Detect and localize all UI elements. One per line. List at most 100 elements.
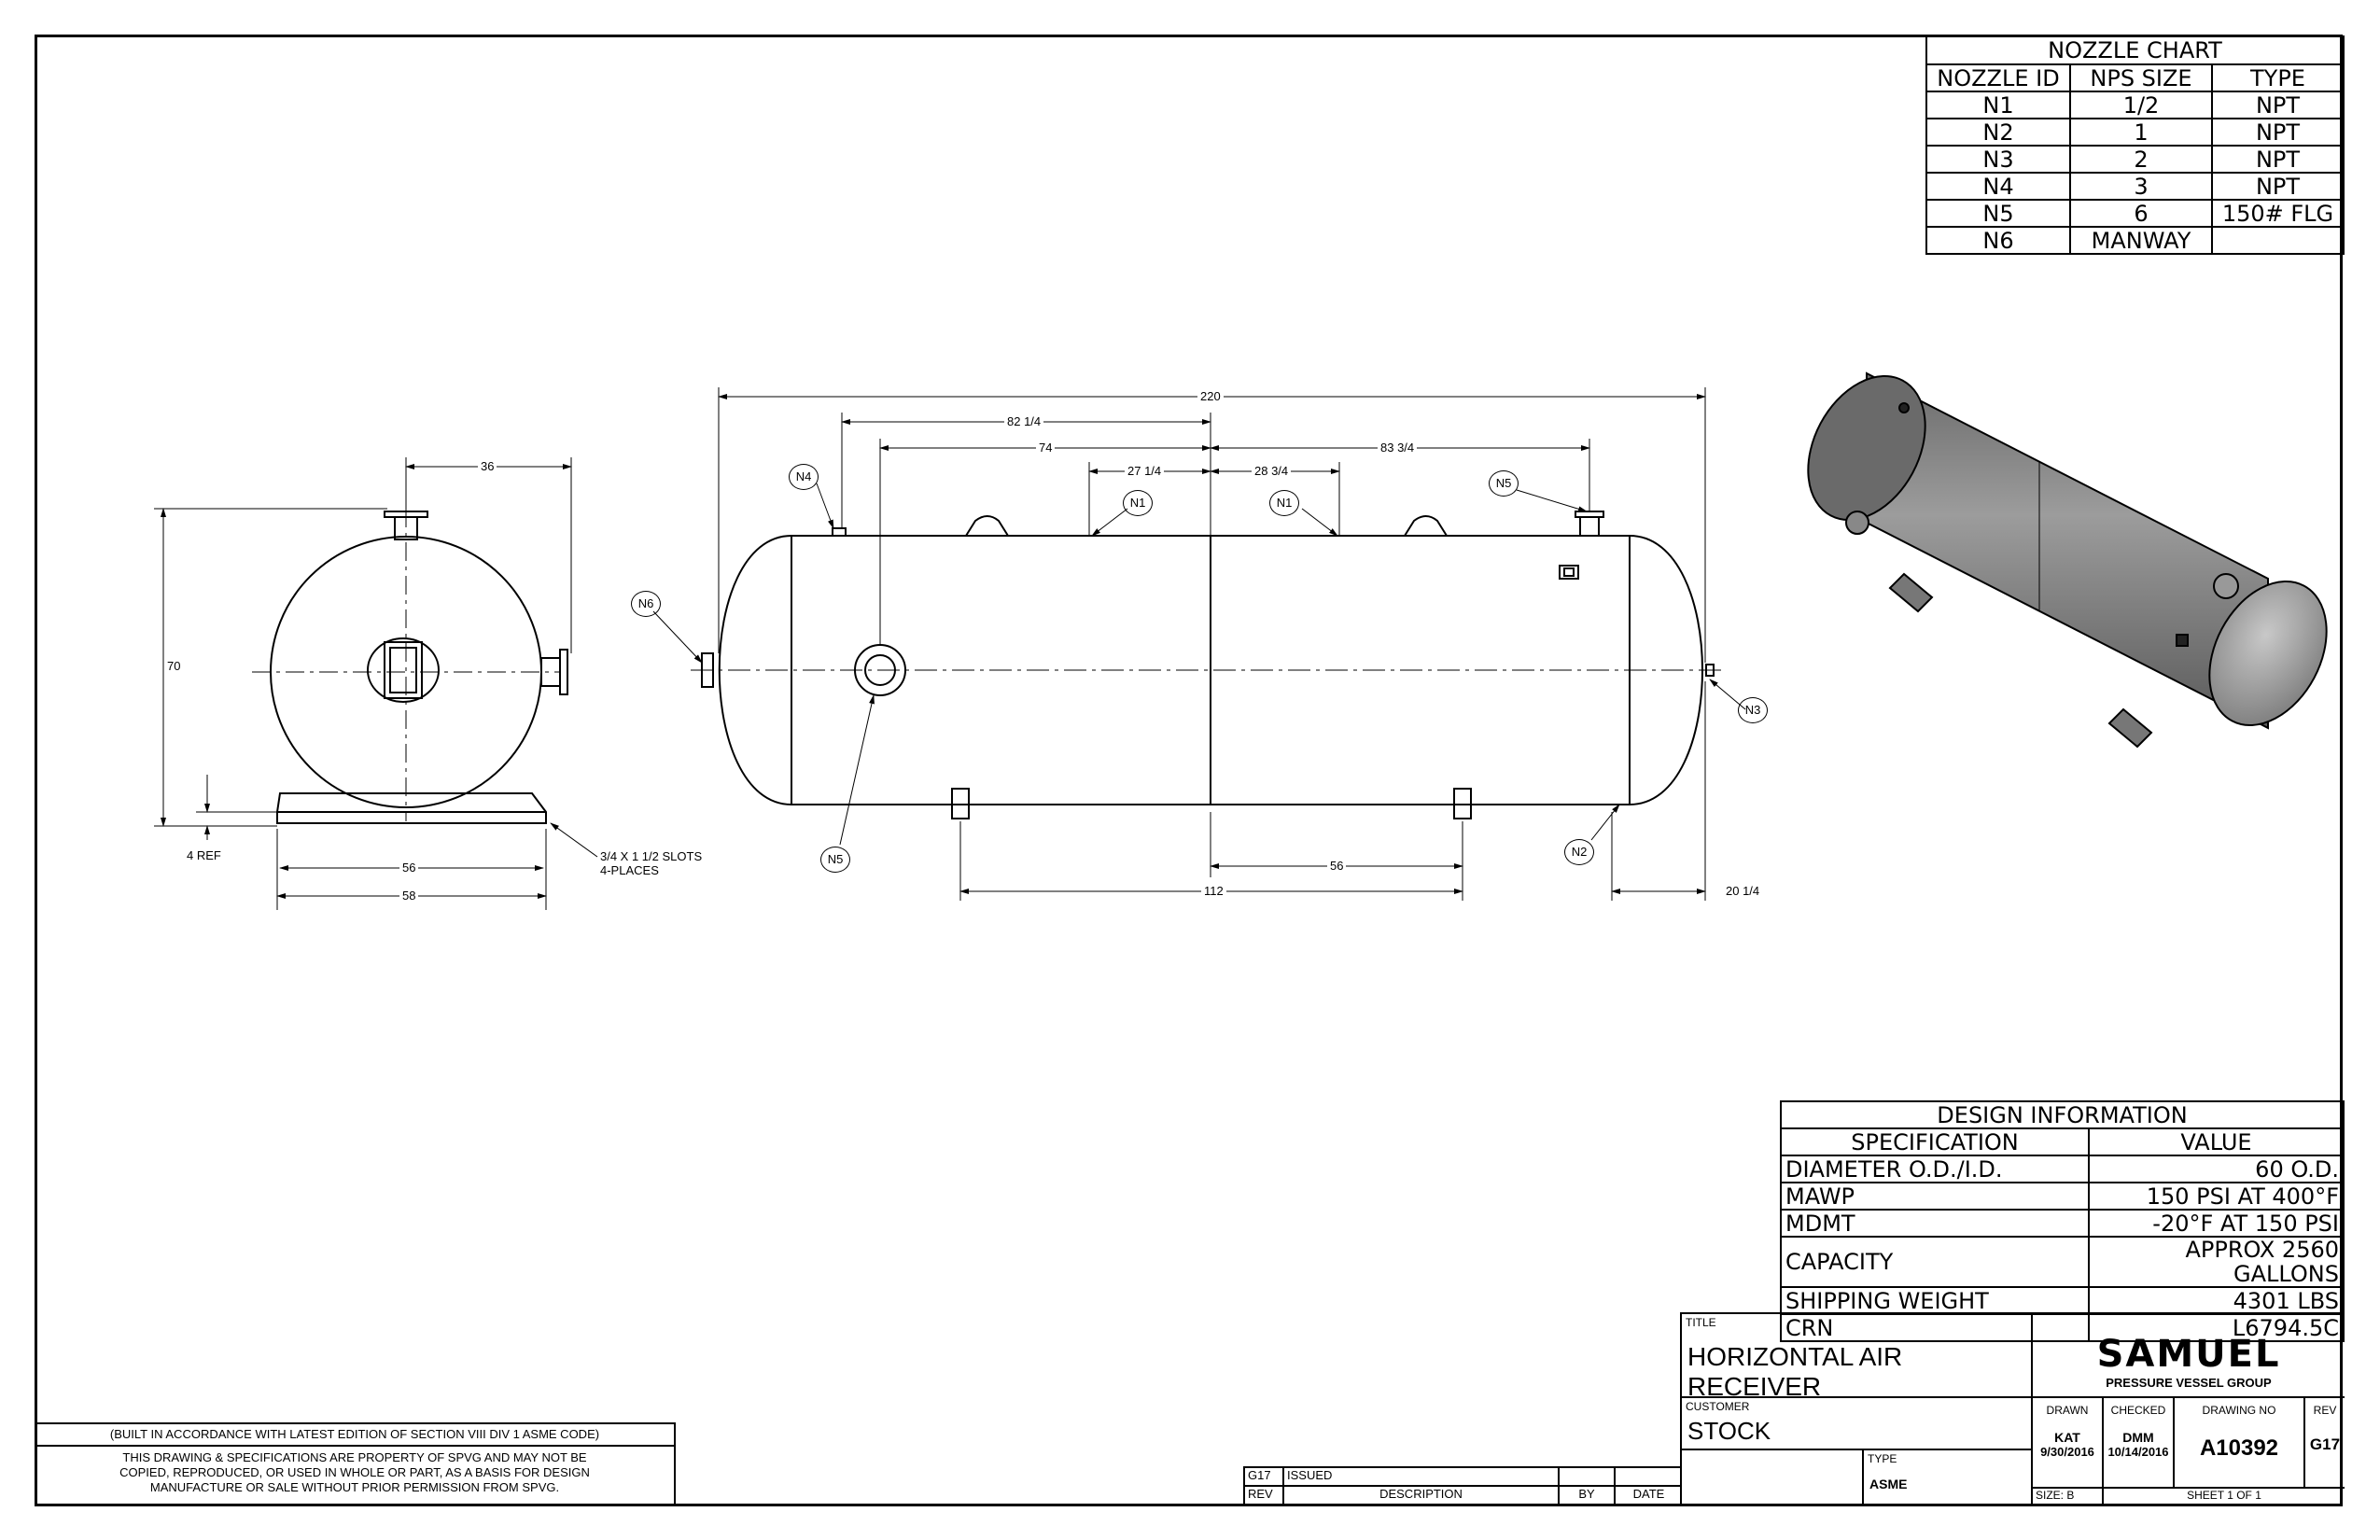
property-note-line: MANUFACTURE OR SALE WITHOUT PRIOR PERMIS… [149,1480,560,1494]
spec-name: SHIPPING WEIGHT [1780,1286,2090,1315]
dim-20-1-4: 20 1/4 [1726,884,1760,898]
drawing-no-cell: DRAWING NO A10392 [2175,1398,2305,1489]
dim-36: 36 [478,459,497,473]
spec-name: MDMT [1780,1209,2090,1238]
revision-by [1560,1468,1616,1487]
spec-name: MAWP [1780,1182,2090,1211]
callout-n1-right: N1 [1269,490,1299,516]
nozzle-id: N1 [1925,91,2071,119]
nozzle-size: 1/2 [2069,91,2213,119]
drawn-cell: DRAWN KAT 9/30/2016 [2033,1398,2104,1489]
drawing-no-label: DRAWING NO [2202,1404,2276,1417]
nozzle-id: N4 [1925,172,2071,201]
company-logo: SAMUEL PRESSURE VESSEL GROUP [2033,1314,2345,1398]
revision-header-date: DATE [1632,1487,1665,1501]
design-row: DIAMETER O.D./I.D.60 O.D. [1780,1155,2345,1183]
blank-cell [1682,1450,1864,1505]
dim-4-ref: 4 REF [187,848,221,862]
nozzle-type: NPT [2211,118,2345,147]
property-note: THIS DRAWING & SPECIFICATIONS ARE PROPER… [35,1450,674,1495]
property-note-line: THIS DRAWING & SPECIFICATIONS ARE PROPER… [122,1450,587,1464]
dim-58-end: 58 [399,889,419,903]
nozzle-size: 2 [2069,145,2213,174]
side-view [691,511,1727,819]
logo-wordmark: SAMUEL [2096,1333,2281,1376]
nozzle-id: N5 [1925,199,2071,228]
nozzle-type: NPT [2211,172,2345,201]
dim-82-1-4: 82 1/4 [1004,414,1044,428]
customer-cell: CUSTOMER STOCK [1682,1398,2033,1450]
slots-note: 3/4 X 1 1/2 SLOTS 4-PLACES [600,849,702,877]
design-information: DESIGN INFORMATION SPECIFICATION VALUE D… [1780,1100,2345,1342]
revision-block: G17 ISSUED REV DESCRIPTION BY DATE [1243,1466,1682,1505]
sheet-number: SHEET 1 OF 1 [2187,1489,2261,1502]
nozzle-id: N6 [1925,226,2071,255]
callout-n2: N2 [1564,839,1594,865]
end-view [252,509,568,824]
spec-name: CAPACITY [1780,1236,2090,1288]
checked-by: DMM [2122,1430,2154,1445]
sheet-size: SIZE: B [2033,1489,2104,1505]
checked-date: 10/14/2016 [2107,1445,2169,1459]
design-info-header: VALUE [2088,1127,2345,1156]
revision-rev: G17 [1245,1468,1284,1487]
nozzle-chart-header: NPS SIZE [2069,63,2213,92]
nozzle-chart-title: NOZZLE CHART [1925,35,2345,65]
type-cell: TYPE ASME [1864,1450,2033,1505]
end-view-dimensions [154,457,598,910]
drawn-by: KAT [2054,1430,2080,1445]
drawing-title: HORIZONTAL AIR RECEIVER [1687,1342,1903,1401]
slots-note-line-2: 4-PLACES [600,863,659,877]
nozzle-chart-header: NOZZLE ID [1925,63,2071,92]
nozzle-type: 150# FLG [2211,199,2345,228]
callout-n4: N4 [789,464,819,490]
property-note-line: COPIED, REPRODUCED, OR USED IN WHOLE OR … [119,1465,590,1479]
dim-56-end: 56 [399,861,419,875]
nozzle-size: 1 [2069,118,2213,147]
callout-n6: N6 [631,591,661,617]
dim-28-3-4: 28 3/4 [1252,464,1292,478]
callout-n5-front: N5 [820,847,850,873]
nozzle-size: MANWAY [2069,226,2213,255]
customer-label: CUSTOMER [1686,1400,1750,1413]
title-cell: TITLE HORIZONTAL AIR RECEIVER [1682,1314,2033,1401]
dim-56-side: 56 [1327,859,1347,873]
dim-220: 220 [1197,389,1224,403]
title-label: TITLE [1686,1316,1716,1329]
nozzle-chart-header: TYPE [2211,63,2345,92]
dim-83-3-4: 83 3/4 [1378,441,1418,455]
spec-value: 150 PSI AT 400°F [2088,1182,2345,1211]
customer-value: STOCK [1687,1417,1771,1445]
revision-date [1616,1468,1682,1487]
nozzle-size: 6 [2069,199,2213,228]
dim-27-1-4: 27 1/4 [1125,464,1165,478]
revision-description: ISSUED [1284,1468,1560,1487]
checked-cell: CHECKED DMM 10/14/2016 [2104,1398,2175,1489]
rev-label: REV [2313,1404,2337,1417]
logo-subtitle: PRESSURE VESSEL GROUP [2106,1376,2272,1390]
callout-n3: N3 [1738,697,1768,723]
design-row: MDMT-20°F AT 150 PSI [1780,1209,2345,1238]
callout-n1-left: N1 [1123,490,1153,516]
spec-value: APPROX 2560 GALLONS [2088,1236,2345,1288]
spec-value: L6794.5C [2088,1313,2345,1342]
drawing-no: A10392 [2199,1435,2279,1461]
title-block: TITLE HORIZONTAL AIR RECEIVER SAMUEL PRE… [1680,1312,2345,1505]
spec-value: 60 O.D. [2088,1155,2345,1183]
spec-value: 4301 LBS [2088,1286,2345,1315]
nozzle-size: 3 [2069,172,2213,201]
dim-70: 70 [164,659,184,673]
type-value: ASME [1869,1477,1908,1491]
notes-block: (BUILT IN ACCORDANCE WITH LATEST EDITION… [35,1422,676,1505]
code-note: (BUILT IN ACCORDANCE WITH LATEST EDITION… [35,1424,674,1447]
checked-label: CHECKED [2110,1404,2166,1417]
revision-header-description: DESCRIPTION [1284,1487,1560,1505]
design-info-header: SPECIFICATION [1780,1127,2090,1156]
